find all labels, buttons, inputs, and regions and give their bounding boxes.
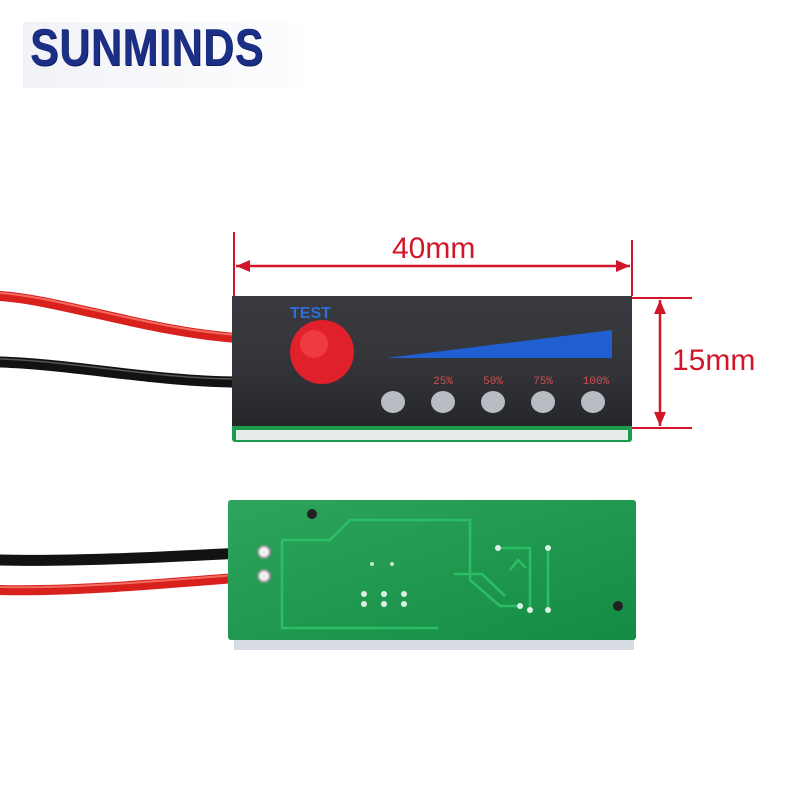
- led-75: [531, 391, 555, 413]
- width-dimension: [233, 232, 633, 296]
- pcb-pads: [257, 509, 623, 613]
- test-button[interactable]: [290, 320, 354, 384]
- level-label: 75%: [533, 376, 553, 388]
- level-wedge: [386, 330, 612, 358]
- led-25: [431, 391, 455, 413]
- top-pcb-side: [236, 430, 628, 440]
- led-50: [481, 391, 505, 413]
- led-row: [381, 391, 605, 413]
- height-dimension-label: 15mm: [672, 344, 756, 377]
- level-label: 100%: [583, 376, 610, 388]
- test-label: TEST: [290, 305, 331, 322]
- top-wire-pair: [0, 291, 244, 388]
- pcb-traces: [280, 518, 550, 630]
- level-labels: 25% 50% 75% 100%: [433, 376, 610, 388]
- height-dimension: [632, 297, 692, 429]
- led-100: [581, 391, 605, 413]
- level-label: 25%: [433, 376, 453, 388]
- brand-logo: SUNMINDS: [30, 19, 264, 77]
- level-label: 50%: [483, 376, 503, 388]
- led-test: [381, 391, 405, 413]
- width-dimension-label: 40mm: [392, 232, 476, 265]
- bottom-wire-pair: [0, 546, 268, 596]
